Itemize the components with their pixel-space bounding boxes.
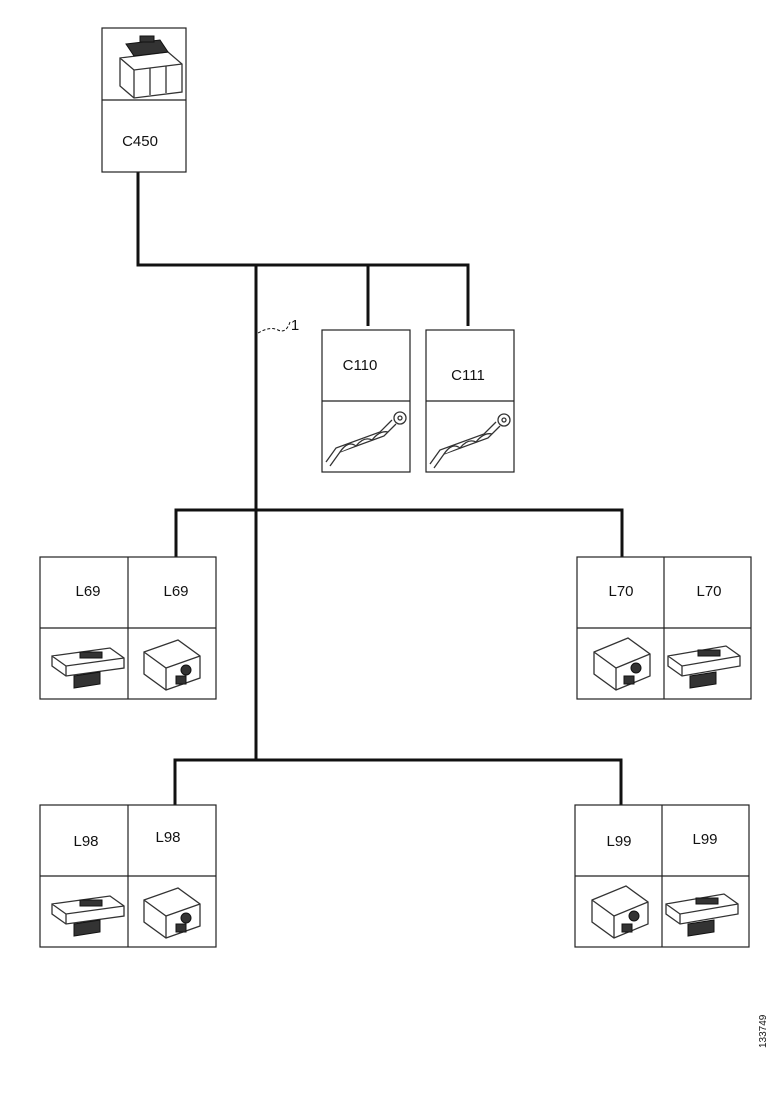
connector-label-c110: C110 bbox=[343, 357, 378, 374]
wire-l69-l70-branch bbox=[174, 508, 624, 557]
connector-label-l98-right: L98 bbox=[155, 829, 180, 846]
connector-label-l69-right: L69 bbox=[163, 583, 188, 600]
connector-label-l69-left: L69 bbox=[75, 583, 100, 600]
block-connector-icon bbox=[143, 887, 201, 939]
connector-label-l70-left: L70 bbox=[608, 583, 633, 600]
wiring-harness bbox=[136, 172, 624, 805]
wire-label: 1 bbox=[291, 317, 299, 334]
connector-label-c450: C450 bbox=[122, 133, 158, 150]
connector-l98-pair[interactable]: L98 L98 bbox=[39, 804, 217, 948]
wire-c450-drop bbox=[136, 172, 470, 326]
connector-label-l98-left: L98 bbox=[73, 833, 98, 850]
connector-l69-pair[interactable]: L69 L69 bbox=[39, 556, 217, 700]
wire-label-leader bbox=[257, 321, 291, 334]
connector-c110[interactable]: C110 bbox=[321, 329, 411, 473]
connector-c450[interactable]: C450 bbox=[101, 27, 187, 173]
connector-l99-pair[interactable]: L99 L99 bbox=[574, 804, 750, 948]
connector-c111[interactable]: C111 bbox=[425, 329, 515, 473]
connector-label-l70-right: L70 bbox=[696, 583, 721, 600]
figure-reference: 133749 bbox=[758, 1014, 769, 1048]
connector-label-l99-right: L99 bbox=[692, 831, 717, 848]
ring-terminal-icon bbox=[429, 413, 511, 469]
flat-connector-icon bbox=[665, 893, 739, 937]
flat-connector-icon bbox=[51, 647, 125, 689]
wire-l98-l99-branch bbox=[173, 758, 623, 805]
block-connector-icon bbox=[143, 639, 201, 691]
connector-l70-pair[interactable]: L70 L70 bbox=[576, 556, 752, 700]
flat-connector-icon bbox=[667, 645, 741, 689]
block-connector-icon bbox=[593, 637, 651, 691]
connector-label-c111: C111 bbox=[451, 367, 485, 384]
connector-label-l99-left: L99 bbox=[606, 833, 631, 850]
ring-terminal-icon bbox=[325, 411, 407, 467]
block-connector-icon bbox=[591, 885, 649, 939]
multiplug-connector-icon bbox=[119, 35, 183, 99]
flat-connector-icon bbox=[51, 895, 125, 937]
